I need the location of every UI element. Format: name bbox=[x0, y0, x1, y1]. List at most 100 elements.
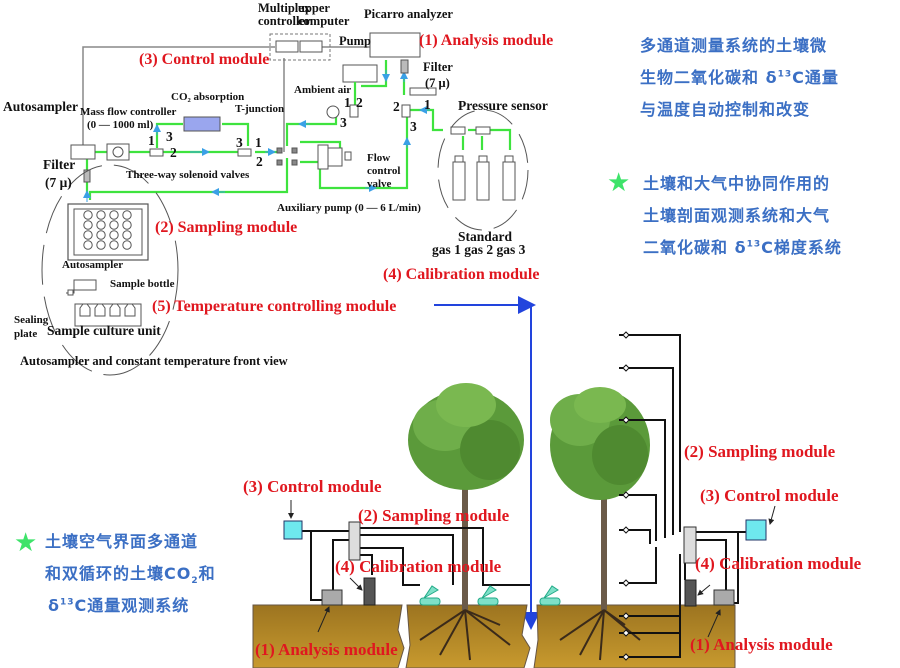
pump-box bbox=[342, 64, 378, 83]
label-auxiliary-pump: Auxiliary pump (0 — 6 L/min) bbox=[277, 202, 421, 214]
caption-front-view: Autosampler and constant temperature fro… bbox=[20, 354, 288, 368]
gas-probes bbox=[619, 331, 630, 661]
br-module-label-control: (3) Control module bbox=[700, 486, 839, 505]
port-number: 3 bbox=[166, 129, 173, 144]
sample-well bbox=[122, 240, 132, 250]
probe-connector bbox=[619, 331, 630, 339]
port-number: 2 bbox=[256, 154, 263, 169]
module-label-temperature: (5) Temperature controlling module bbox=[152, 298, 397, 315]
label-autosampler-small: Autosampler bbox=[62, 259, 124, 271]
calibration-enclosure bbox=[437, 109, 529, 231]
upper-computer-box bbox=[299, 40, 323, 53]
star-icon: ★ bbox=[607, 168, 631, 198]
sample-well bbox=[109, 220, 119, 230]
label-gases: gas 1 gas 2 gas 3 bbox=[432, 242, 526, 257]
control-wiring bbox=[82, 46, 370, 152]
label-mass-flow-controller: Mass flow controller bbox=[80, 106, 177, 118]
sample-well bbox=[109, 210, 119, 220]
bl-module-label-analysis: (1) Analysis module bbox=[255, 640, 398, 659]
sample-well bbox=[83, 220, 93, 230]
label-pointers bbox=[288, 500, 776, 638]
ambient-valve bbox=[349, 104, 359, 118]
ambient-air-inlet bbox=[326, 105, 340, 119]
port-number: 2 bbox=[356, 95, 363, 110]
sample-well bbox=[83, 230, 93, 240]
flow-arrows bbox=[83, 70, 430, 202]
sample-well bbox=[109, 240, 119, 250]
port-number: 3 bbox=[410, 119, 417, 134]
module-label-calibration: (4) Calibration module bbox=[383, 266, 540, 283]
module-label-sampling: (2) Sampling module bbox=[155, 219, 298, 236]
soil-chambers bbox=[419, 585, 561, 606]
pressure-tube bbox=[409, 87, 437, 96]
port-number: 1 bbox=[424, 97, 431, 112]
br-module-label-calibration: (4) Calibration module bbox=[695, 554, 862, 573]
label-picarro-analyzer: Picarro analyzer bbox=[364, 7, 453, 21]
gas-cylinder-1 bbox=[452, 161, 466, 201]
label-three-way-valves: Three-way solenoid valves bbox=[126, 169, 250, 181]
label-mass-flow-range: (0 — 1000 ml) bbox=[87, 119, 154, 131]
port-number: 1 bbox=[148, 133, 155, 148]
sample-bottle bbox=[109, 303, 121, 317]
three-way-valve-1 bbox=[149, 148, 164, 157]
analysis-unit-right bbox=[713, 589, 735, 606]
filter-left bbox=[83, 169, 91, 183]
label-sample-bottle: Sample bottle bbox=[110, 278, 175, 290]
controller-enclosure bbox=[269, 33, 331, 61]
sample-bottle bbox=[94, 303, 106, 317]
label-filter-right: Filter bbox=[423, 60, 453, 74]
sample-well bbox=[96, 240, 106, 250]
label-upper-computer: upper computer bbox=[298, 1, 350, 28]
label-ambient-air: Ambient air bbox=[294, 84, 352, 96]
control-box-right bbox=[745, 519, 767, 541]
sample-well bbox=[96, 220, 106, 230]
three-way-valve-2 bbox=[237, 148, 252, 157]
probe-connector bbox=[619, 629, 630, 637]
sample-well bbox=[83, 240, 93, 250]
sample-bottle bbox=[124, 303, 136, 317]
label-pump: Pump bbox=[339, 34, 371, 48]
label-filter-left-size: (7 μ) bbox=[45, 175, 72, 190]
autosampler-box bbox=[70, 144, 96, 160]
gas-cylinder-3 bbox=[502, 161, 516, 201]
label-standard: Standard bbox=[458, 229, 513, 244]
label-filter-left: Filter bbox=[43, 157, 76, 172]
mass-flow-controller bbox=[106, 143, 130, 161]
sample-well bbox=[122, 220, 132, 230]
port-number: 2 bbox=[170, 145, 177, 160]
br-module-label-analysis: (1) Analysis module bbox=[690, 635, 833, 654]
label-sample-culture-unit: Sample culture unit bbox=[47, 323, 161, 338]
temperature-enclosure bbox=[41, 164, 179, 376]
auxiliary-pump bbox=[317, 144, 329, 170]
br-module-label-sampling: (2) Sampling module bbox=[684, 442, 836, 461]
multiplex-controller-box bbox=[275, 40, 299, 53]
probe-connector bbox=[619, 612, 630, 620]
sample-well bbox=[83, 210, 93, 220]
module-label-analysis: (1) Analysis module bbox=[419, 32, 554, 49]
port-number: 1 bbox=[255, 135, 262, 150]
probe-connector bbox=[619, 416, 630, 424]
connector-arrow bbox=[434, 296, 540, 630]
sampling-manifold-left bbox=[348, 521, 361, 561]
label-sealing-plate: Sealing plate bbox=[14, 314, 49, 341]
control-box-left bbox=[283, 520, 303, 540]
port-number: 3 bbox=[236, 135, 243, 150]
label-co2-absorption: CO₂ absorption bbox=[171, 91, 245, 103]
flow-control-valve bbox=[344, 151, 352, 161]
star-icon: ★ bbox=[14, 528, 38, 558]
bottom-left-system bbox=[301, 527, 530, 601]
calibration-cylinder-right bbox=[684, 579, 697, 607]
sample-culture-unit bbox=[66, 279, 142, 327]
label-t-junction: T-junction bbox=[235, 103, 285, 115]
probe-connector bbox=[619, 653, 630, 661]
calibration-valve bbox=[401, 104, 411, 118]
probe-connector bbox=[619, 526, 630, 534]
picarro-analyzer-box bbox=[369, 32, 421, 58]
bl-module-label-control: (3) Control module bbox=[243, 477, 382, 496]
sample-bottle bbox=[79, 303, 91, 317]
label-pressure-sensor: Pressure sensor bbox=[458, 98, 548, 113]
co2-absorption-tube bbox=[183, 116, 221, 132]
sampling-manifold-right bbox=[683, 526, 697, 564]
